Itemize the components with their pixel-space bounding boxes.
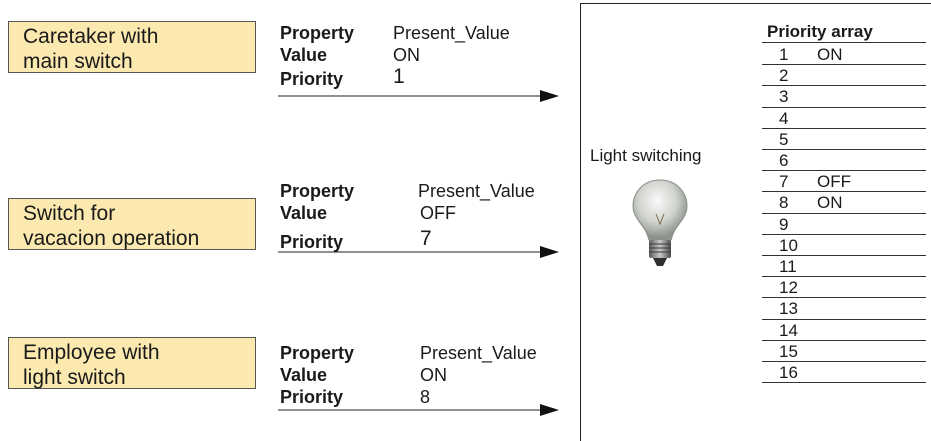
source-box-caretaker: Caretaker with main switch	[8, 21, 256, 73]
source-box-line-1: Switch for	[23, 202, 116, 225]
priority-slot-value: ON	[817, 45, 843, 64]
source-box-line-1: Caretaker with	[23, 25, 159, 48]
priority-level: 10	[779, 235, 798, 255]
priority-level: 12	[779, 278, 798, 298]
priority-array-row: 6	[762, 150, 926, 171]
priority-array-rule	[762, 106, 926, 108]
priority-level: 16	[779, 363, 798, 382]
source-box-line-2: main switch	[23, 50, 133, 73]
priority-level: 11	[779, 257, 797, 276]
value-label: Value	[280, 365, 328, 385]
priority-level: 8	[779, 193, 789, 213]
priority-array-row: 10	[762, 235, 926, 256]
priority-array-rule	[762, 127, 926, 129]
priority-array-header: Priority array	[767, 22, 873, 41]
priority-value: 1	[393, 65, 405, 88]
priority-level: 3	[779, 87, 789, 107]
priority-value: 7	[420, 227, 432, 250]
priority-array-row: 3	[762, 86, 926, 107]
priority-label: Priority	[280, 69, 344, 89]
priority-array-rule	[762, 339, 926, 341]
priority-array-rule	[762, 255, 926, 256]
priority-array-row: 9	[762, 214, 926, 235]
property-label: Property	[280, 181, 355, 201]
source-box-line-2: light switch	[23, 366, 126, 389]
source-box-line-2: vacacion operation	[23, 227, 200, 250]
priority-array-rule	[762, 149, 926, 150]
priority-array-rule	[762, 64, 926, 66]
priority-array-row: 8 ON	[762, 192, 926, 213]
source-box-line-1: Employee with	[23, 341, 160, 364]
source-box-vacation-switch: Switch for vacacion operation	[8, 198, 256, 250]
arrow-employee	[278, 404, 559, 416]
priority-array-rule	[762, 170, 926, 172]
value-value: OFF	[420, 203, 456, 223]
priority-level: 6	[779, 151, 789, 170]
property-value: Present_Value	[418, 181, 535, 201]
priority-level: 15	[779, 341, 798, 361]
priority-array-rule	[762, 276, 926, 278]
source-box-employee: Employee with light switch	[8, 337, 256, 389]
priority-value: 8	[420, 387, 431, 407]
priority-array-rule	[762, 382, 926, 384]
priority-level: 9	[779, 214, 789, 234]
priority-array-header-rule	[762, 42, 926, 43]
priority-array-row: 13	[762, 298, 926, 319]
priority-array-rule	[762, 85, 926, 87]
priority-slot-value: ON	[817, 193, 843, 213]
priority-array-rule	[762, 233, 926, 235]
value-value: ON	[420, 365, 447, 385]
priority-level: 5	[779, 129, 789, 149]
priority-array-row: 16	[762, 362, 926, 383]
priority-label: Priority	[280, 387, 344, 407]
priority-array-row: 12	[762, 277, 926, 298]
priority-array-row: 11	[762, 256, 926, 277]
property-label: Property	[280, 23, 355, 43]
arrow-caretaker	[278, 90, 559, 102]
priority-array-row: 7 OFF	[762, 171, 926, 192]
value-label: Value	[280, 45, 328, 65]
priority-slot-value: OFF	[817, 172, 851, 192]
value-label: Value	[280, 203, 328, 223]
property-label: Property	[280, 343, 355, 363]
priority-array-rule	[762, 318, 926, 320]
property-value: Present_Value	[420, 343, 537, 363]
arrow-vacation-switch	[278, 246, 559, 258]
priority-array-rule	[762, 191, 926, 193]
priority-array-rule	[762, 361, 926, 362]
light-bulb-icon	[632, 179, 688, 266]
device-label: Light switching	[590, 146, 702, 165]
priority-label: Priority	[280, 232, 344, 252]
property-value: Present_Value	[393, 23, 510, 43]
priority-level: 4	[779, 108, 789, 128]
device-panel	[580, 3, 931, 441]
priority-array-row: 2	[762, 65, 926, 86]
priority-array-row: 14	[762, 320, 926, 341]
value-value: ON	[393, 45, 420, 65]
priority-level: 14	[779, 320, 798, 340]
priority-array-rule	[762, 212, 926, 214]
priority-array-rule	[762, 297, 926, 299]
priority-array-row: 1 ON	[762, 44, 926, 65]
priority-array-row: 4	[762, 108, 926, 129]
priority-level: 13	[779, 299, 798, 319]
priority-array-row: 15	[762, 341, 926, 362]
priority-array-row: 5	[762, 129, 926, 150]
priority-level: 7	[779, 172, 789, 192]
priority-level: 1	[779, 45, 789, 64]
priority-level: 2	[779, 66, 789, 86]
